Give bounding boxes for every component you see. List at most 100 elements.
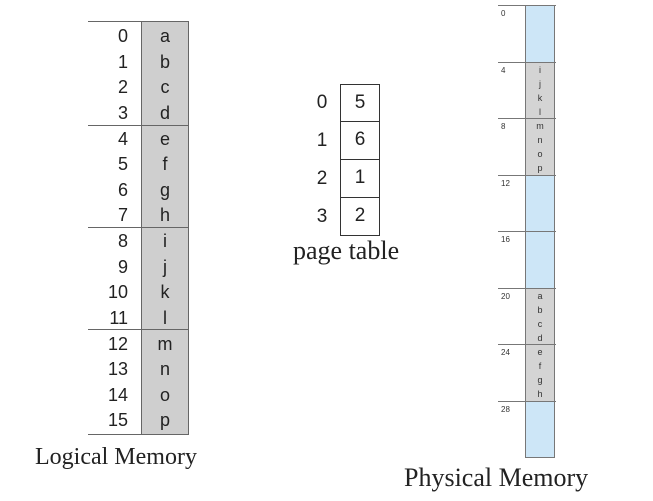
page-boundary-line [88,125,189,126]
frame-cell [525,232,555,288]
frame-number: 5 [340,84,380,122]
logical-address: 3 [117,102,128,123]
logical-byte: i [163,231,167,251]
physical-frame: 16 [498,231,556,288]
physical-byte: p [537,163,543,173]
logical-address: 4 [117,128,128,149]
physical-byte: n [537,135,543,145]
frame-address: 4 [501,65,506,75]
page-number: 2 [316,168,328,189]
frame-number: 6 [340,122,380,160]
physical-frame: 28 [498,400,556,458]
physical-memory-caption: Physical Memory [404,463,589,492]
logical-memory-row: 14 o [88,383,189,408]
logical-memory-row: 13 n [88,357,189,382]
logical-byte: d [159,102,170,123]
frame-address: 12 [501,178,510,188]
page-table-caption: page table [293,236,400,265]
physical-byte: d [537,332,543,343]
logical-address: 13 [107,359,128,379]
logical-address: 6 [117,179,128,200]
logical-byte: m [157,333,173,354]
physical-byte: m [536,121,544,131]
logical-byte: o [159,384,170,405]
physical-byte: a [537,290,543,301]
logical-address: 14 [107,384,128,405]
logical-memory-content-column [141,22,189,434]
logical-address: 7 [117,205,128,225]
logical-memory-row: 12 m [88,332,189,357]
physical-byte: f [538,361,542,371]
physical-frame: 0 [498,5,556,62]
frame-number: 1 [340,160,380,198]
logical-byte: p [159,410,170,430]
physical-memory-bottom-line [525,457,555,458]
logical-byte: f [162,154,168,174]
logical-byte: k [160,282,170,302]
logical-memory-caption: Logical Memory [35,444,197,470]
logical-memory-row: 11 l [88,306,189,331]
logical-address: 8 [117,231,128,251]
frame-address: 16 [501,235,510,244]
logical-address: 11 [109,307,128,328]
logical-byte: g [159,179,170,200]
physical-byte: j [539,78,541,89]
logical-address: 2 [117,77,128,97]
physical-byte: e [537,347,543,357]
frame-cell [525,175,555,232]
physical-byte: i [539,64,541,75]
logical-byte: c [160,77,170,97]
logical-byte: n [159,359,170,379]
logical-address: 1 [117,51,128,72]
frame-address: 24 [501,348,510,357]
logical-byte: l [163,307,167,328]
logical-byte: b [159,51,170,72]
logical-byte: j [163,256,167,277]
logical-byte: h [159,205,170,225]
logical-byte: e [159,128,170,149]
page-boundary-line [88,227,189,228]
frame-cell [525,401,555,458]
physical-byte: h [537,389,543,399]
physical-byte: b [537,304,543,315]
physical-byte: o [537,149,543,159]
logical-address: 5 [117,154,128,174]
frame-number: 2 [340,198,380,236]
logical-address: 10 [107,282,128,302]
physical-byte: c [537,318,543,329]
frame-cell [525,6,555,62]
page-number: 3 [316,206,328,227]
logical-address: 15 [107,410,128,430]
frame-address: 8 [501,122,506,131]
logical-byte: a [159,26,170,46]
physical-frame: 12 [498,174,556,232]
logical-memory-row: 15 p [88,408,189,433]
frame-address: 0 [501,9,506,18]
logical-address: 12 [107,333,128,354]
frame-address: 28 [501,404,510,414]
logical-address: 0 [117,26,128,46]
physical-byte: l [539,106,541,117]
page-number: 0 [316,92,328,113]
physical-byte: g [537,375,543,385]
logical-memory-row: 10 k [88,280,189,305]
page-boundary-line [88,329,189,330]
